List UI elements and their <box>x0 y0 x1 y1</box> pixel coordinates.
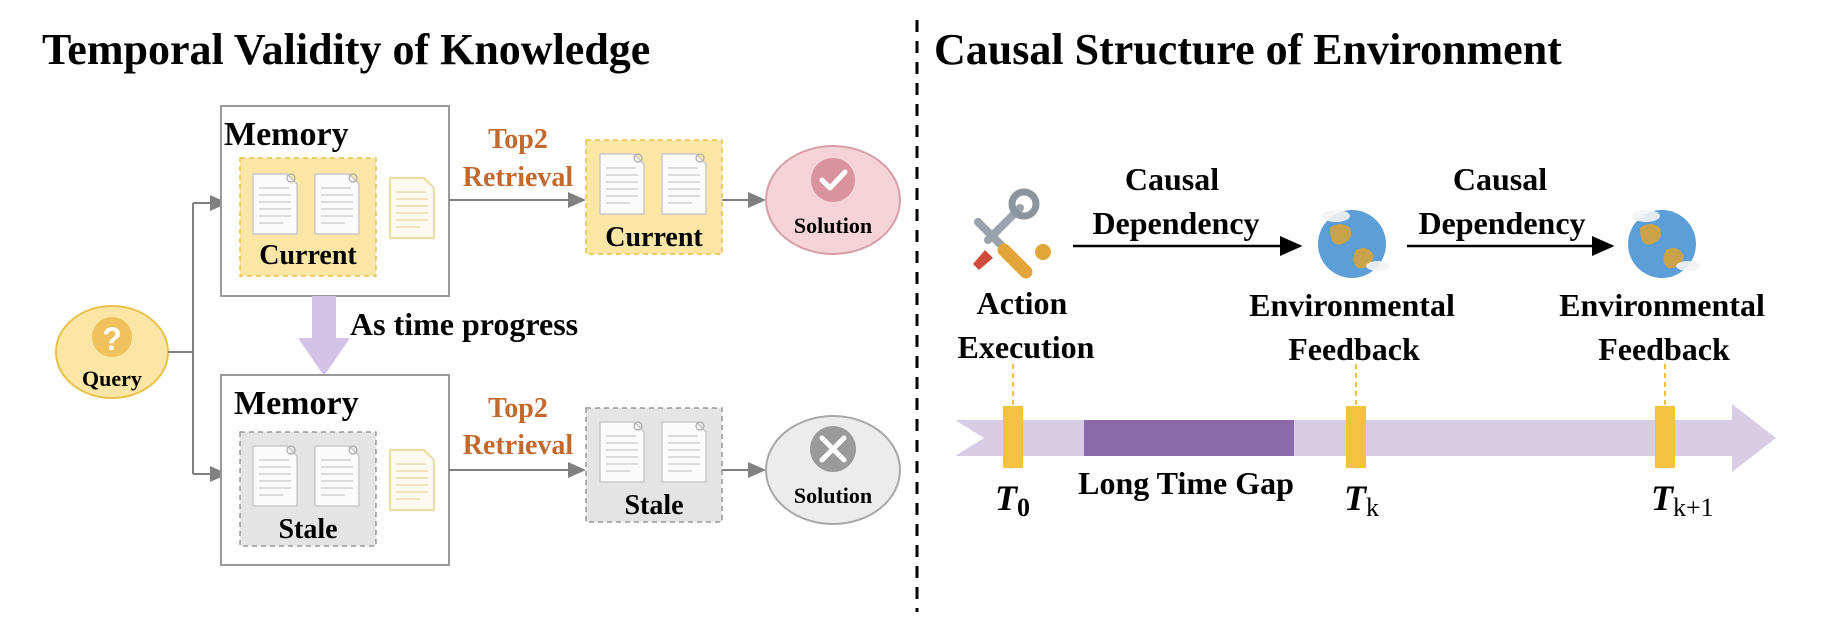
tools-icon <box>973 188 1051 279</box>
retrieved-stale-group: Stale <box>585 407 723 523</box>
marker-tk <box>1346 406 1366 468</box>
node-2-line2: Feedback <box>1288 331 1420 367</box>
time-progress-arrow <box>298 296 350 376</box>
retrieved-current-group: Current <box>585 139 723 255</box>
marker-guides <box>1012 364 1666 406</box>
globe-icon <box>1628 210 1700 278</box>
solution-node-incorrect: Solution <box>765 415 901 525</box>
edge-2-line1: Causal <box>1453 161 1547 197</box>
marker-label-tk1: Tk+1 <box>1651 478 1714 522</box>
retrieval-label-top-1: Top2 <box>488 124 548 155</box>
query-label: Query <box>82 366 142 391</box>
retrieval-label-bottom-2: Retrieval <box>463 430 574 461</box>
retrieval-label-bottom-1: Top2 <box>488 393 548 424</box>
memory-title-top: Memory <box>224 116 349 153</box>
node-2-line1: Environmental <box>1249 287 1455 323</box>
long-time-gap-bar <box>1084 420 1294 456</box>
cross-icon <box>810 426 856 472</box>
right-panel-title: Causal Structure of Environment <box>934 25 1562 74</box>
memory-box-current: Memory Current <box>220 105 450 297</box>
memory-box-stale: Memory Stale <box>220 374 450 566</box>
time-progress-label: As time progress <box>350 306 578 342</box>
question-icon: ? <box>92 317 132 357</box>
query-node: ? Query <box>55 305 169 399</box>
left-panel-title: Temporal Validity of Knowledge <box>42 25 650 74</box>
svg-text:?: ? <box>102 321 122 357</box>
retrieved-stale-label: Stale <box>624 490 683 521</box>
marker-label-tk: Tk <box>1344 478 1379 522</box>
solution-label-bottom: Solution <box>794 483 872 508</box>
retrieval-label-top-2: Retrieval <box>463 162 574 193</box>
marker-t0 <box>1003 406 1023 468</box>
retrieved-current-label: Current <box>605 222 703 253</box>
marker-tk1 <box>1655 406 1675 468</box>
node-1-line2: Execution <box>958 329 1095 365</box>
globe-icon <box>1318 210 1390 278</box>
long-time-gap-label: Long Time Gap <box>1078 465 1294 501</box>
solution-label-top: Solution <box>794 213 872 238</box>
edge-1-line1: Causal <box>1125 161 1219 197</box>
edge-1-line2: Dependency <box>1092 205 1259 241</box>
node-3-line1: Environmental <box>1559 287 1765 323</box>
current-group-label: Current <box>259 240 357 271</box>
stale-group-label: Stale <box>278 514 337 545</box>
node-1-line1: Action <box>977 285 1068 321</box>
marker-label-t0: T0 <box>995 478 1030 522</box>
edge-2-line2: Dependency <box>1418 205 1585 241</box>
query-branch-connectors <box>168 195 228 482</box>
solution-node-correct: Solution <box>765 145 901 255</box>
checkmark-icon <box>811 158 855 202</box>
memory-title-bottom: Memory <box>234 385 359 422</box>
node-3-line2: Feedback <box>1598 331 1730 367</box>
